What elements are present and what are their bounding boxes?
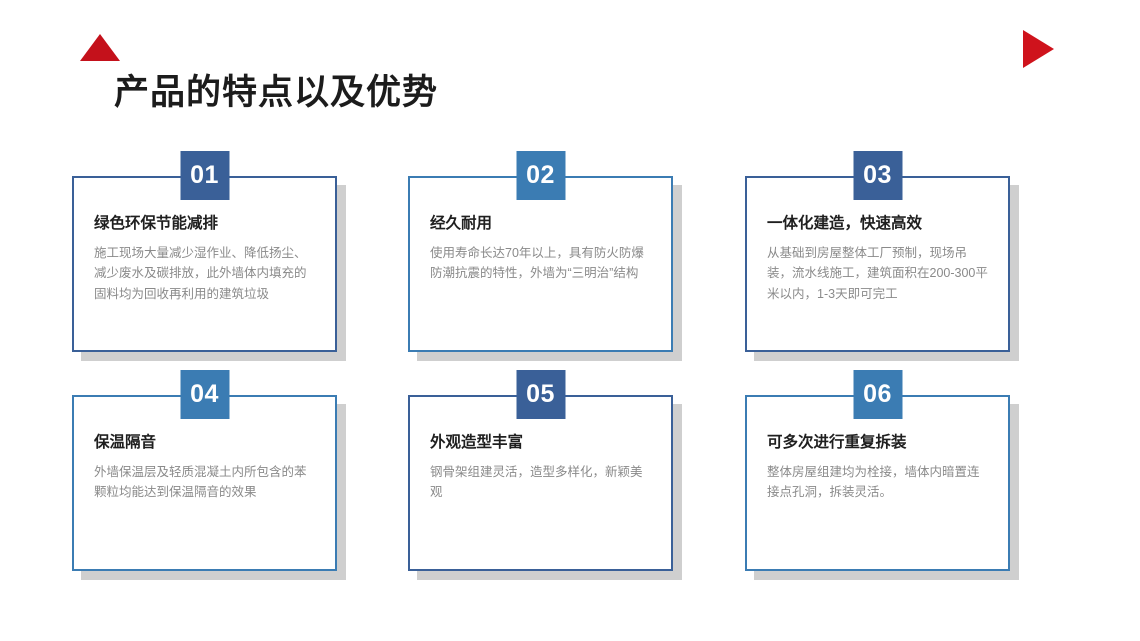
card-heading: 经久耐用	[430, 215, 493, 232]
card-body-text: 外墙保温层及轻质混凝土内所包含的苯颗粒均能达到保温隔音的效果	[94, 465, 307, 500]
card-body-text: 从基础到房屋整体工厂预制，现场吊装，流水线施工，建筑面积在200-300平米以内…	[767, 246, 988, 301]
card-content: 外观造型丰富 钢骨架组建灵活，造型多样化，新颖美观	[408, 395, 673, 571]
feature-card-06[interactable]: 06 可多次进行重复拆装 整体房屋组建均为栓接，墙体内暗置连接点孔洞，拆装灵活。	[745, 370, 1019, 580]
card-border	[745, 395, 1010, 571]
card-body-text: 施工现场大量减少湿作业、降低扬尘、减少废水及碳排放，此外墙体内填充的固料均为回收…	[94, 246, 307, 301]
feature-card-03[interactable]: 03 一体化建造，快速高效 从基础到房屋整体工厂预制，现场吊装，流水线施工，建筑…	[745, 151, 1019, 361]
card-content: 绿色环保节能减排 施工现场大量减少湿作业、降低扬尘、减少废水及碳排放，此外墙体内…	[72, 176, 337, 352]
card-number-badge: 06	[853, 370, 902, 419]
card-body-text: 钢骨架组建灵活，造型多样化，新颖美观	[430, 465, 643, 500]
card-number-badge: 03	[853, 151, 902, 200]
card-heading: 一体化建造，快速高效	[767, 215, 923, 232]
feature-card-05[interactable]: 05 外观造型丰富 钢骨架组建灵活，造型多样化，新颖美观	[408, 370, 682, 580]
triangle-right-icon	[1023, 30, 1054, 68]
card-number-badge: 05	[516, 370, 565, 419]
card-body-text: 整体房屋组建均为栓接，墙体内暗置连接点孔洞，拆装灵活。	[767, 465, 980, 500]
card-heading: 可多次进行重复拆装	[767, 434, 907, 451]
feature-card-grid: 01 绿色环保节能减排 施工现场大量减少湿作业、降低扬尘、减少废水及碳排放，此外…	[0, 151, 1140, 590]
card-body-text: 使用寿命长达70年以上，具有防火防爆防潮抗震的特性，外墙为“三明治”结构	[430, 246, 644, 281]
card-heading: 外观造型丰富	[430, 434, 524, 451]
card-content: 保温隔音 外墙保温层及轻质混凝土内所包含的苯颗粒均能达到保温隔音的效果	[72, 395, 337, 571]
card-number-badge: 02	[516, 151, 565, 200]
page-title: 产品的特点以及优势	[114, 73, 439, 112]
card-border	[745, 176, 1010, 352]
card-number-badge: 01	[180, 151, 229, 200]
feature-card-02[interactable]: 02 经久耐用 使用寿命长达70年以上，具有防火防爆防潮抗震的特性，外墙为“三明…	[408, 151, 682, 361]
card-heading: 绿色环保节能减排	[94, 215, 219, 232]
card-number-badge: 04	[180, 370, 229, 419]
card-content: 可多次进行重复拆装 整体房屋组建均为栓接，墙体内暗置连接点孔洞，拆装灵活。	[745, 395, 1010, 571]
card-border	[408, 395, 673, 571]
card-content: 一体化建造，快速高效 从基础到房屋整体工厂预制，现场吊装，流水线施工，建筑面积在…	[745, 176, 1010, 352]
card-content: 经久耐用 使用寿命长达70年以上，具有防火防爆防潮抗震的特性，外墙为“三明治”结…	[408, 176, 673, 352]
feature-card-04[interactable]: 04 保温隔音 外墙保温层及轻质混凝土内所包含的苯颗粒均能达到保温隔音的效果	[72, 370, 346, 580]
card-row-bottom: 04 保温隔音 外墙保温层及轻质混凝土内所包含的苯颗粒均能达到保温隔音的效果 0…	[0, 370, 1140, 590]
card-border	[72, 176, 337, 352]
card-heading: 保温隔音	[94, 434, 157, 451]
card-row-top: 01 绿色环保节能减排 施工现场大量减少湿作业、降低扬尘、减少废水及碳排放，此外…	[0, 151, 1140, 371]
card-border	[72, 395, 337, 571]
triangle-up-icon	[80, 34, 120, 61]
feature-card-01[interactable]: 01 绿色环保节能减排 施工现场大量减少湿作业、降低扬尘、减少废水及碳排放，此外…	[72, 151, 346, 361]
